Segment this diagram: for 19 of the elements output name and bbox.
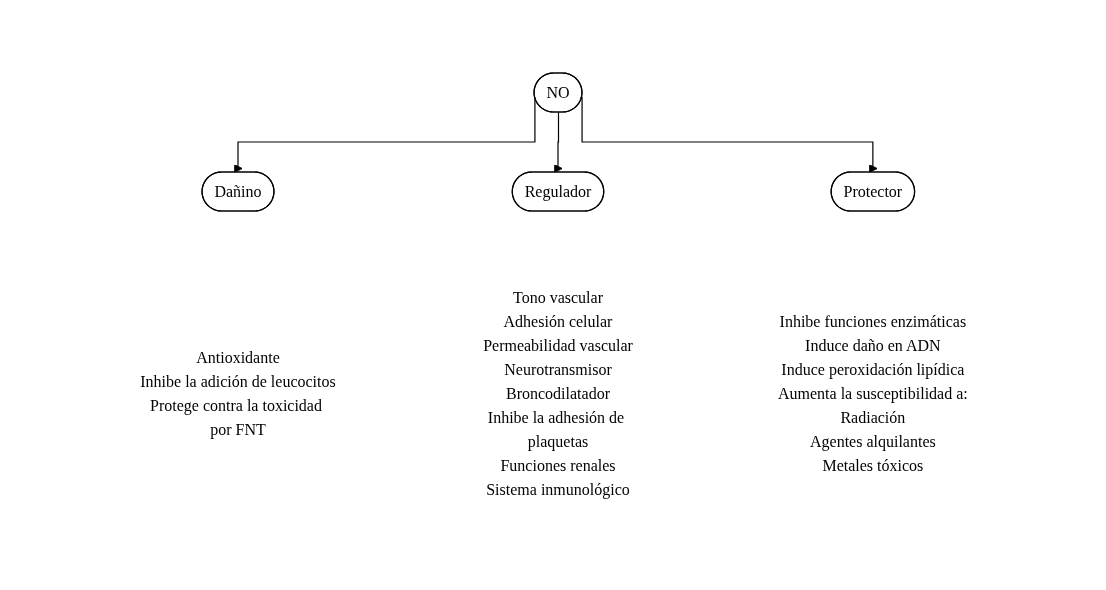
node-label: Inhibe funciones enzimáticas bbox=[779, 313, 967, 330]
node-label: Neurotransmisor bbox=[504, 361, 612, 378]
node-label: Funciones renales bbox=[500, 457, 616, 474]
node-label: Radiación bbox=[840, 409, 906, 426]
node-label: Inhibe la adhesión de plaquetas bbox=[487, 409, 625, 450]
node-label: Protege contra la toxicidad por FNT bbox=[150, 397, 323, 438]
node-label: Adhesión celular bbox=[503, 313, 613, 330]
node-label: Sistema inmunológico bbox=[486, 481, 630, 498]
node-label: Tono vascular bbox=[513, 289, 604, 306]
node-label: Induce daño en ADN bbox=[805, 337, 941, 354]
node-label: Broncodilatador bbox=[506, 385, 611, 402]
node-label: Aumenta la susceptibilidad a: bbox=[778, 385, 968, 402]
node-label: Agentes alquilantes bbox=[810, 433, 936, 450]
node-label: Inhibe la adición de leucocitos bbox=[140, 373, 336, 390]
node-label: Permeabilidad vascular bbox=[483, 337, 633, 354]
node-label: Metales tóxicos bbox=[822, 457, 924, 474]
node-label: Induce peroxidación lipídica bbox=[781, 361, 965, 378]
arrow bbox=[554, 111, 563, 173]
node-label: Antioxidante bbox=[196, 349, 280, 366]
